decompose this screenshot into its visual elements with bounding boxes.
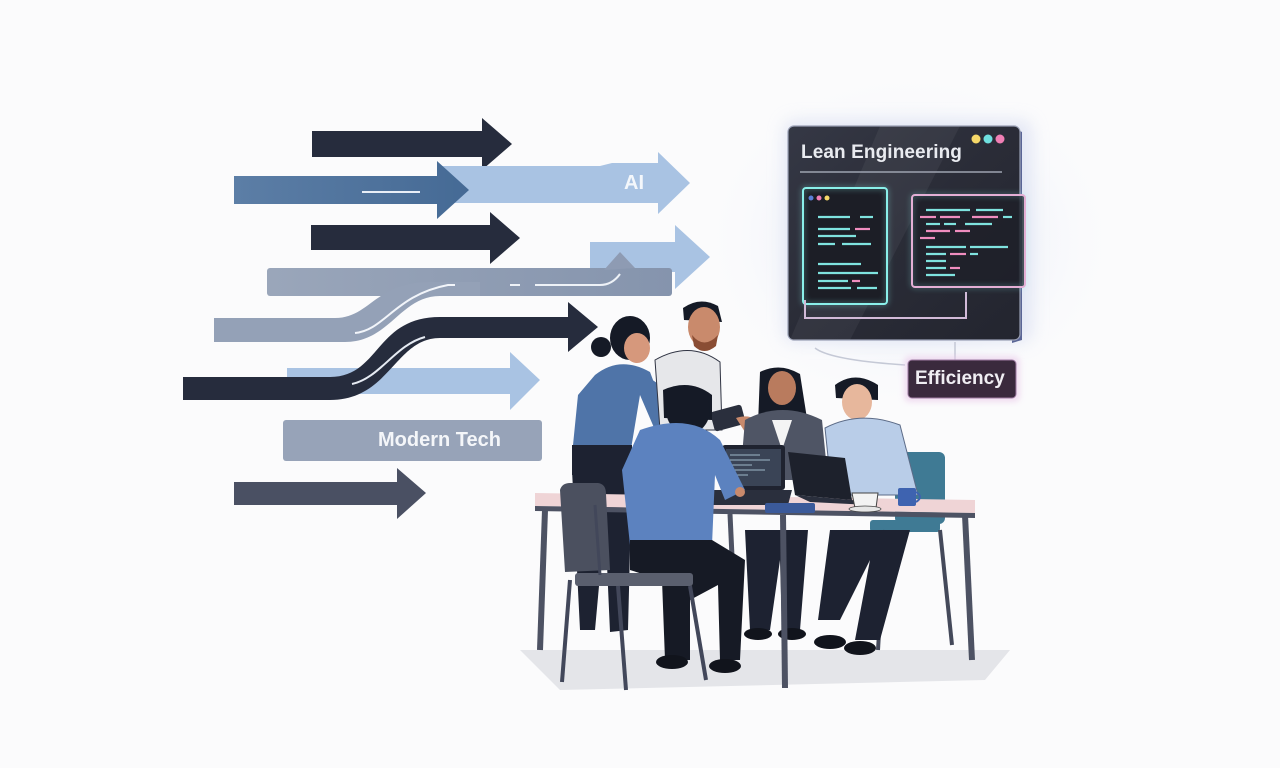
team-scene (520, 301, 1010, 691)
dot-yellow (971, 134, 981, 144)
arrow-dark-2 (311, 212, 520, 264)
dot-pink (995, 134, 1005, 144)
arrow-slate (234, 468, 426, 519)
floor-shadow (520, 650, 1010, 690)
arrow-light-blue-3 (287, 352, 540, 410)
arrow-dark-curved (183, 302, 598, 400)
coffee-cup (848, 492, 882, 513)
arrow-dark-1 (312, 118, 512, 170)
arrow-light-blue-2 (590, 225, 710, 289)
code-lines-left (818, 215, 878, 290)
panel-title: Lean Engineering (801, 142, 963, 163)
arrows-group (183, 118, 710, 519)
arrow-ai (440, 152, 690, 214)
laptop-dark (788, 452, 870, 505)
chair-front (560, 483, 708, 691)
dot-cyan (983, 134, 993, 144)
arrow-steel-blue (234, 161, 469, 219)
modern-tech-label: Modern Tech (378, 429, 501, 451)
lean-engineering-panel (784, 120, 1032, 366)
ai-label: AI (624, 172, 644, 194)
code-lines-right (920, 208, 1012, 277)
bar-modern-tech (283, 420, 542, 461)
blue-mug (898, 488, 921, 506)
tablet (710, 404, 746, 432)
efficiency-label: Efficiency (915, 368, 1005, 389)
person-man-seated-front (622, 385, 745, 673)
tablet-on-table (765, 503, 815, 513)
efficiency-badge (904, 356, 1020, 402)
person-man-seated-right (814, 377, 919, 655)
